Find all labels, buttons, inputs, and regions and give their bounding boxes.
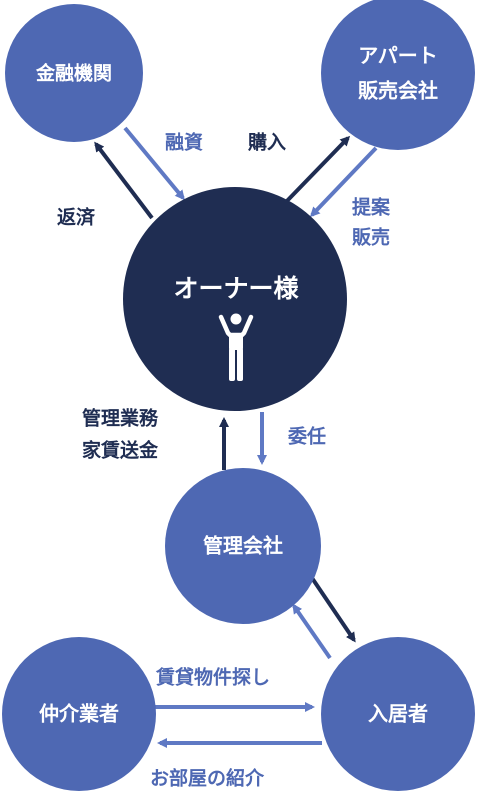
node-management: 管理会社 <box>165 468 321 624</box>
arrow-mgmt-to-resident <box>310 576 356 643</box>
arrow-purchase <box>283 135 351 205</box>
label-propose-1: 提案 <box>352 196 391 219</box>
label-search: 賃貸物件探し <box>155 666 270 689</box>
edge-labels: 融資 返済 購入 提案 販売 管理業務 家賃送金 委任 賃貸物件探し お部屋の紹… <box>57 131 391 790</box>
node-finance: 金融機関 <box>5 4 143 142</box>
node-management-label: 管理会社 <box>203 534 283 558</box>
arrow-loan <box>123 126 185 201</box>
node-apartment-label-2: 販売会社 <box>358 79 438 103</box>
node-owner: オーナー様 <box>123 187 347 411</box>
arrow-repay <box>94 141 154 220</box>
node-apartment: アパート 販売会社 <box>321 0 475 150</box>
node-agent-label: 仲介業者 <box>39 702 119 726</box>
node-resident-label: 入居者 <box>368 702 428 726</box>
node-resident: 入居者 <box>321 637 475 791</box>
label-mgmt-2: 家賃送金 <box>82 439 159 462</box>
person-icon <box>218 313 254 381</box>
node-apartment-label-1: アパート <box>358 44 438 68</box>
arrow-resident-to-mgmt <box>292 603 332 660</box>
label-delegate: 委任 <box>287 425 326 448</box>
arrows <box>94 126 378 748</box>
label-purchase: 購入 <box>248 131 286 154</box>
label-propose-2: 販売 <box>352 226 390 249</box>
label-loan: 融資 <box>165 131 203 154</box>
arrow-propose <box>309 146 378 218</box>
node-owner-label: オーナー様 <box>173 274 299 303</box>
label-introduce: お部屋の紹介 <box>150 767 265 790</box>
node-finance-label: 金融機関 <box>35 62 112 85</box>
label-repay: 返済 <box>57 206 96 229</box>
node-agent: 仲介業者 <box>2 637 156 791</box>
label-mgmt-1: 管理業務 <box>82 407 159 430</box>
